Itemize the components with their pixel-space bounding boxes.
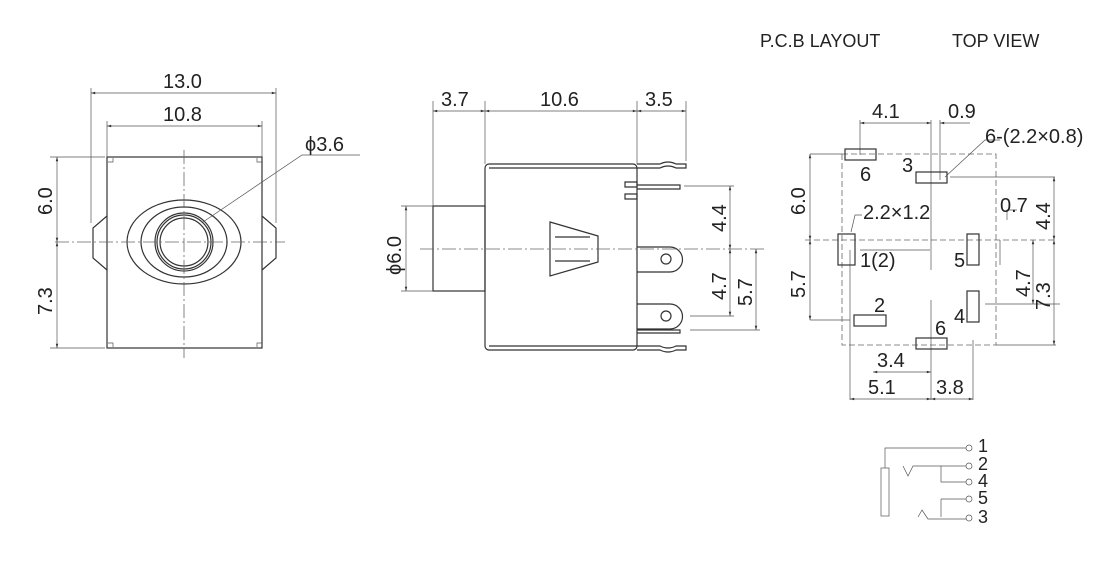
top-view-title: TOP VIEW bbox=[952, 31, 1039, 51]
front-view: 13.0 10.8 ϕ3.6 6.0 7.3 bbox=[35, 71, 360, 358]
pad-3 bbox=[915, 171, 948, 184]
dim-5-1: 5.1 bbox=[868, 377, 896, 399]
dim-5-7: 5.7 bbox=[735, 278, 757, 306]
dim-4-7: 4.7 bbox=[709, 272, 731, 300]
pad-label-6-top: 6 bbox=[860, 164, 871, 186]
dim-4-4: 4.4 bbox=[709, 204, 731, 232]
schematic-pin-3: 3 bbox=[978, 507, 988, 527]
pad-note-large: 2.2×1.2 bbox=[863, 202, 930, 224]
schematic-pin-5: 5 bbox=[978, 488, 988, 508]
pad-2 bbox=[853, 314, 887, 327]
dim-3-8: 3.8 bbox=[936, 377, 964, 399]
pad-label-3: 3 bbox=[902, 155, 913, 177]
pad-label-6-bottom: 6 bbox=[935, 318, 946, 340]
schematic-pin-4: 4 bbox=[978, 471, 988, 491]
dim-10-8: 10.8 bbox=[163, 104, 202, 126]
dim-3-5: 3.5 bbox=[645, 89, 673, 111]
pad-6-top bbox=[844, 148, 877, 161]
dim-4-1: 4.1 bbox=[872, 101, 900, 123]
pad-label-2: 2 bbox=[874, 295, 885, 317]
schematic-pin-2: 2 bbox=[978, 454, 988, 474]
pad-note: 6-(2.2×0.8) bbox=[985, 126, 1083, 148]
dim-6-0: 6.0 bbox=[35, 187, 57, 215]
pad-label-5: 5 bbox=[954, 250, 965, 272]
dim-7-3: 7.3 bbox=[35, 287, 57, 315]
dim-hole-diameter: ϕ3.6 bbox=[305, 134, 344, 156]
dim-0-7: 0.7 bbox=[1000, 195, 1028, 217]
dim-7-3: 7.3 bbox=[1033, 282, 1055, 310]
dim-6-0: 6.0 bbox=[788, 187, 810, 215]
pcb-layout-title: P.C.B LAYOUT bbox=[760, 31, 880, 51]
pad-4 bbox=[966, 290, 980, 323]
pcb-layout: 4.1 0.9 6-(2.2×0.8) 2.2×1.2 6.0 5.7 0.7 … bbox=[788, 101, 1083, 401]
pad-1 bbox=[837, 233, 856, 266]
dim-0-9: 0.9 bbox=[948, 101, 976, 123]
dim-3-4: 3.4 bbox=[877, 350, 905, 372]
pad-label-1: 1(2) bbox=[860, 250, 896, 272]
schematic-pin-1: 1 bbox=[978, 436, 988, 456]
dim-4-7: 4.7 bbox=[1013, 269, 1035, 297]
dim-13-0: 13.0 bbox=[163, 71, 202, 93]
dim-5-7: 5.7 bbox=[788, 270, 810, 298]
dim-4-4: 4.4 bbox=[1033, 202, 1055, 230]
side-view: 3.7 10.6 3.5 ϕ6.0 4.4 4.7 5.7 bbox=[384, 89, 765, 353]
pad-label-4: 4 bbox=[954, 306, 965, 328]
dim-nose-diameter: ϕ6.0 bbox=[384, 236, 406, 275]
dim-10-6: 10.6 bbox=[540, 89, 579, 111]
dim-3-7: 3.7 bbox=[441, 89, 469, 111]
schematic: 1 2 4 5 3 bbox=[880, 436, 988, 527]
pad-5 bbox=[966, 233, 980, 266]
pad-6-bottom bbox=[915, 337, 948, 350]
